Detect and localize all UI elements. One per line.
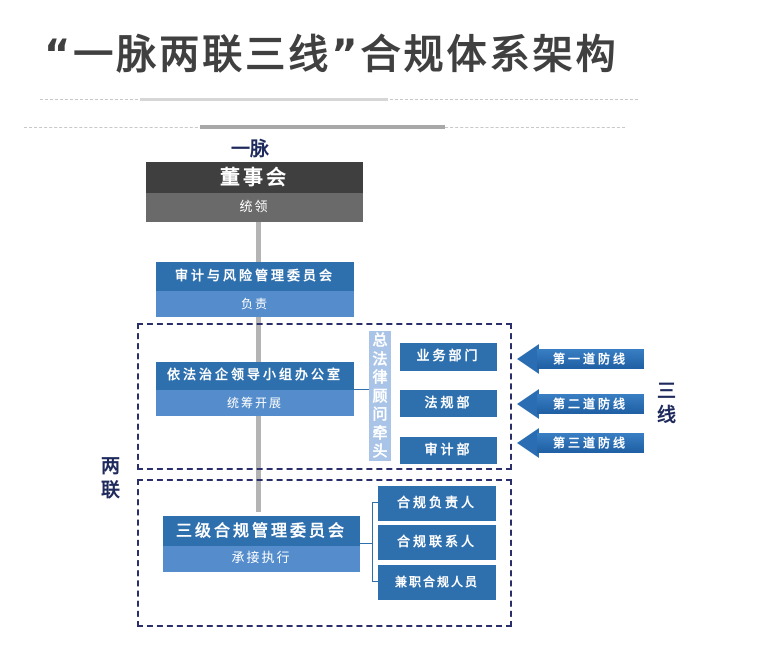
label-two-links-1: 两 [101, 455, 121, 477]
law-office-title: 依法治企领导小组办公室 [156, 362, 354, 390]
tier-committee-role: 承接执行 [163, 546, 360, 572]
board-role: 统领 [146, 193, 363, 222]
audit-committee-title: 审计与风险管理委员会 [156, 262, 354, 291]
personnel-compliance-head: 合规负责人 [378, 486, 496, 521]
personnel-part-time: 兼职合规人员 [378, 565, 496, 600]
divider [390, 99, 638, 100]
arrow-left-icon [517, 389, 539, 419]
board-title: 董事会 [146, 162, 363, 193]
arrow-left-icon [517, 428, 539, 458]
personnel-compliance-contact: 合规联系人 [378, 525, 496, 560]
page-title: “一脉两联三线”合规体系架构 [44, 32, 619, 78]
connector [354, 389, 369, 390]
connector [360, 543, 372, 544]
label-one-vein: 一脉 [231, 138, 270, 160]
divider [440, 127, 625, 128]
law-office-role: 统筹开展 [156, 390, 354, 416]
arrow-left-icon [517, 344, 539, 374]
divider-accent [140, 98, 388, 101]
label-three-lines-2: 线 [657, 404, 677, 426]
dept-audit: 审计部 [400, 437, 497, 464]
general-counsel-label: 总法律顾问牵头 [369, 331, 391, 461]
dept-legal: 法规部 [400, 390, 497, 417]
tier-committee-title: 三级合规管理委员会 [163, 516, 360, 546]
label-two-links-2: 联 [101, 479, 121, 501]
group-box-departments [137, 323, 512, 470]
defense-line-3: 第三道防线 [517, 428, 645, 458]
defense-line-label: 第三道防线 [537, 433, 644, 453]
dept-business: 业务部门 [400, 343, 497, 371]
group-box-tier [137, 479, 512, 627]
audit-committee-role: 负责 [156, 291, 354, 317]
defense-line-label: 第一道防线 [537, 349, 644, 369]
divider-accent [200, 125, 445, 129]
label-three-lines-1: 三 [657, 380, 677, 402]
defense-line-2: 第二道防线 [517, 389, 645, 419]
defense-line-label: 第二道防线 [537, 394, 644, 414]
defense-line-1: 第一道防线 [517, 344, 645, 374]
connector-bracket [372, 502, 378, 582]
